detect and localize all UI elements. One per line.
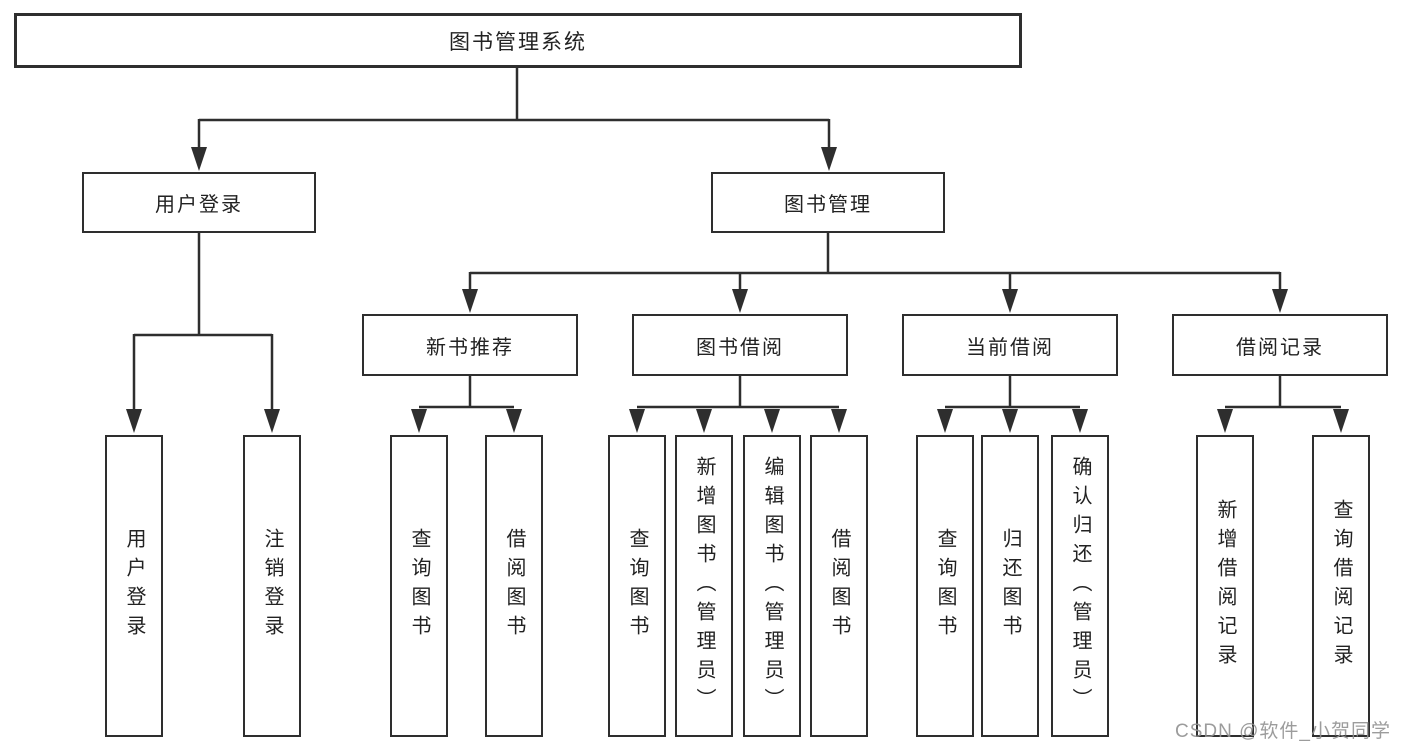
node-label: 编辑图书（管理员） [761, 455, 783, 717]
node-label: 新增借阅记录 [1214, 499, 1236, 673]
node-current-borrowing: 当前借阅 [902, 314, 1118, 376]
node-label: 借阅记录 [1236, 336, 1324, 359]
node-label: 查询图书 [934, 528, 956, 644]
node-label: 用户登录 [123, 528, 145, 644]
node-book-borrowing: 图书借阅 [632, 314, 848, 376]
node-label: 图书借阅 [696, 336, 784, 359]
node-label: 查询图书 [408, 528, 430, 644]
node-label: 图书管理 [784, 194, 872, 216]
node-label: 新增图书（管理员） [693, 455, 715, 717]
node-label: 当前借阅 [966, 336, 1054, 359]
node-label: 借阅图书 [503, 528, 525, 644]
node-label: 新书推荐 [426, 336, 514, 359]
leaf-borrow-books-2: 借阅图书 [810, 435, 868, 737]
node-label: 确认归还（管理员） [1069, 455, 1091, 717]
node-borrowing-records: 借阅记录 [1172, 314, 1388, 376]
node-label: 注销登录 [261, 528, 283, 644]
node-library-management-system: 图书管理系统 [14, 13, 1022, 68]
node-label: 查询图书 [626, 528, 648, 644]
node-label: 用户登录 [155, 194, 243, 216]
arrowheads [126, 147, 1349, 433]
node-user-login: 用户登录 [82, 172, 316, 233]
leaf-return-books: 归还图书 [981, 435, 1039, 737]
node-label: 查询借阅记录 [1330, 499, 1352, 673]
node-label: 归还图书 [999, 528, 1021, 644]
node-label: 图书管理系统 [449, 30, 587, 54]
leaf-query-books-2: 查询图书 [608, 435, 666, 737]
leaf-new-borrow-record: 新增借阅记录 [1196, 435, 1254, 737]
node-book-management: 图书管理 [711, 172, 945, 233]
leaf-user-login: 用户登录 [105, 435, 163, 737]
leaf-borrow-books-1: 借阅图书 [485, 435, 543, 737]
leaf-query-books-1: 查询图书 [390, 435, 448, 737]
leaf-query-borrow-record: 查询借阅记录 [1312, 435, 1370, 737]
leaf-edit-book-admin: 编辑图书（管理员） [743, 435, 801, 737]
node-label: 借阅图书 [828, 528, 850, 644]
leaf-confirm-return-admin: 确认归还（管理员） [1051, 435, 1109, 737]
node-new-book-recommendation: 新书推荐 [362, 314, 578, 376]
leaf-add-book-admin: 新增图书（管理员） [675, 435, 733, 737]
leaf-query-books-3: 查询图书 [916, 435, 974, 737]
leaf-logout: 注销登录 [243, 435, 301, 737]
